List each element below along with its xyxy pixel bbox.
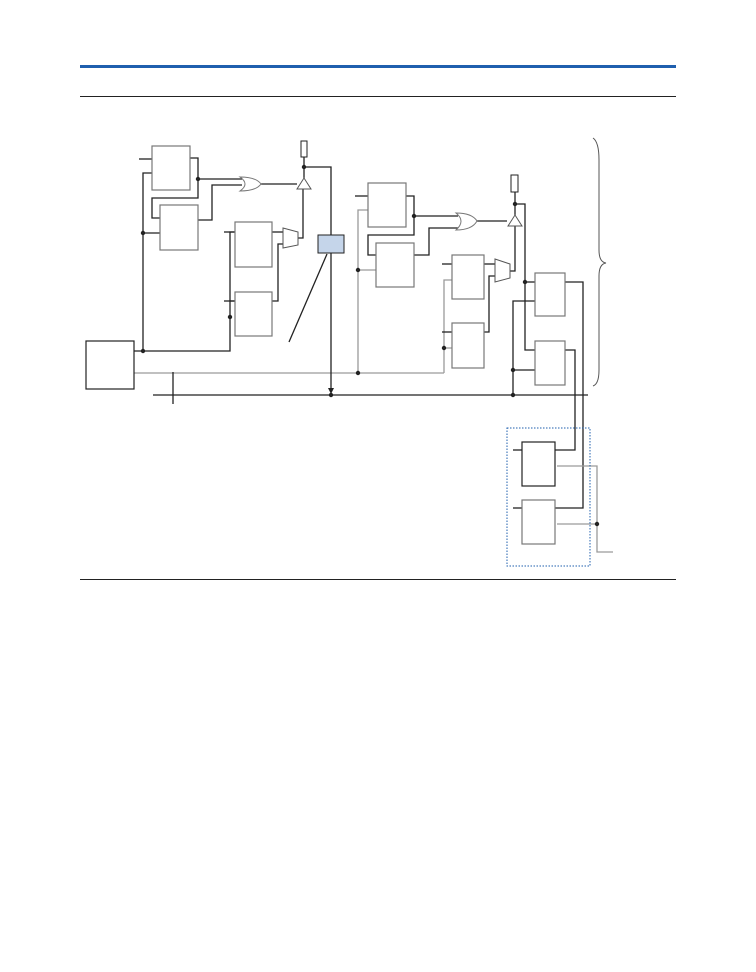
tristate-buffer — [296, 177, 312, 190]
flip-flop — [151, 145, 191, 191]
flip-flop — [451, 322, 485, 369]
flip-flop — [534, 272, 566, 317]
multiplexer — [282, 227, 299, 249]
left-wires — [134, 157, 334, 394]
flip-flop — [234, 221, 273, 268]
or-gate — [238, 176, 262, 192]
brace — [592, 137, 607, 387]
dotted-group-box — [506, 427, 591, 567]
right-wires — [355, 192, 613, 553]
flip-flop — [521, 441, 556, 487]
flip-flop — [234, 291, 273, 337]
tristate-buffer — [507, 214, 523, 227]
flip-flop — [534, 340, 566, 386]
highlighted-block — [317, 234, 345, 254]
header-rule — [80, 65, 676, 68]
or-gate — [454, 212, 478, 231]
flip-flop — [375, 242, 415, 288]
io-pad — [510, 174, 519, 193]
multiplexer — [494, 258, 511, 283]
flip-flop — [521, 499, 556, 545]
flip-flop — [159, 204, 199, 251]
control-block — [85, 340, 135, 390]
flip-flop — [367, 182, 407, 228]
flip-flop — [451, 254, 485, 300]
io-pad — [300, 140, 308, 158]
